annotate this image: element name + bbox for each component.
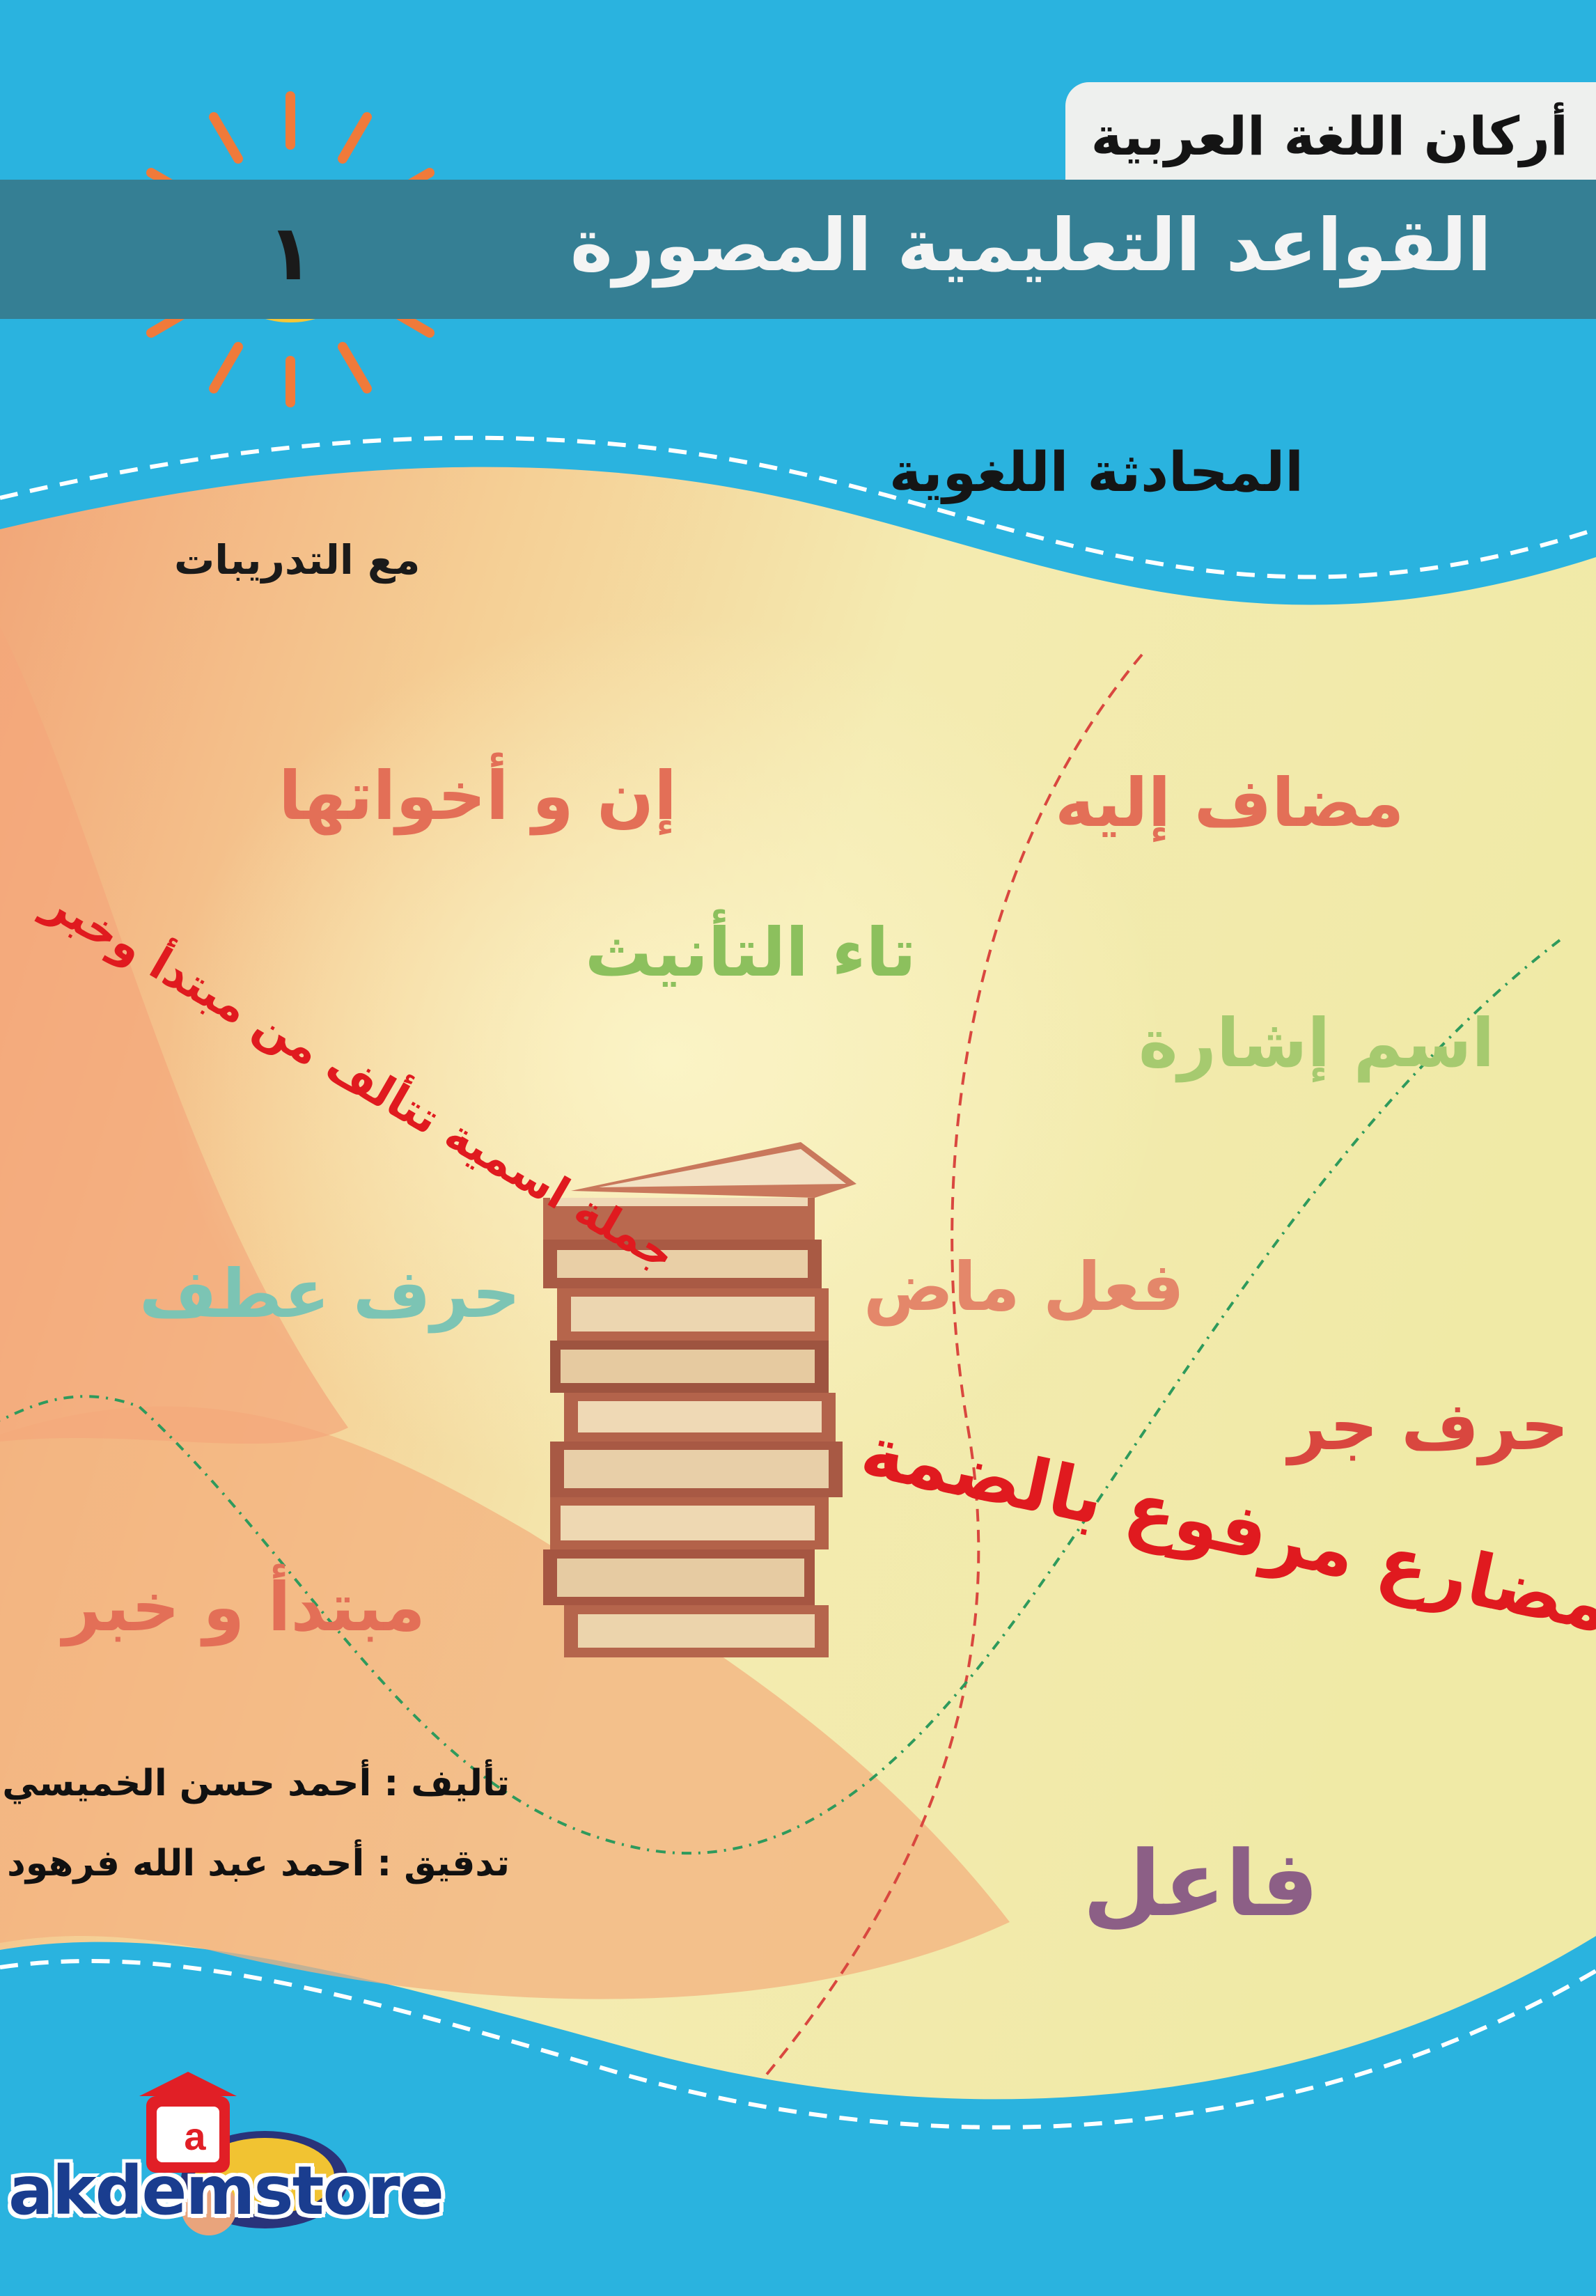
- term-ism-ishara: اسم إشارة: [1139, 1004, 1495, 1082]
- bottom-dashed-stitch: [0, 1959, 1596, 2130]
- store-logo-text: akdemstore: [8, 2152, 444, 2230]
- books-stack-illustration: [543, 1142, 856, 1657]
- volume-number: ١: [267, 208, 314, 297]
- term-fail: فاعل: [1083, 1831, 1319, 1937]
- peach-band: [0, 1406, 1010, 1999]
- author-credit: تأليف : أحمد حسن الخميسي: [2, 1763, 510, 1804]
- red-dashed-curve: [765, 653, 1143, 2077]
- with-exercises-label: مع التدريبات: [174, 536, 421, 584]
- term-taa-tanith: تاء التأنيث: [585, 914, 916, 992]
- term-mubtada-khabar: مبتدأ و خبر: [63, 1568, 425, 1646]
- peach-left-band: [0, 627, 348, 1444]
- term-mudaf-ilayh: مضاف إليه: [1055, 764, 1405, 842]
- center-glow: [104, 557, 1358, 1671]
- store-badge-letter: a: [184, 2114, 206, 2158]
- subtitle: المحادثة اللغوية: [889, 442, 1304, 504]
- series-name: أركان اللغة العربية: [1090, 105, 1568, 167]
- title-band: [0, 180, 1596, 319]
- book-title: القواعد التعليمية المصورة: [570, 203, 1492, 288]
- store-mascot-icon: [139, 2072, 348, 2235]
- reviewer-credit: تدقيق : أحمد عبد الله فرهود: [7, 1843, 510, 1884]
- green-dashdot-curve: [0, 939, 1561, 1854]
- series-tab: [1065, 82, 1596, 180]
- term-harf-atf: حرف عطف: [139, 1255, 521, 1333]
- top-dashed-stitch: [0, 435, 1596, 579]
- term-harf-jarr: حرف جر: [1288, 1387, 1569, 1465]
- term-fiil-madi: فعل ماض: [863, 1248, 1184, 1326]
- term-inna: إن و أخواتها: [279, 757, 678, 835]
